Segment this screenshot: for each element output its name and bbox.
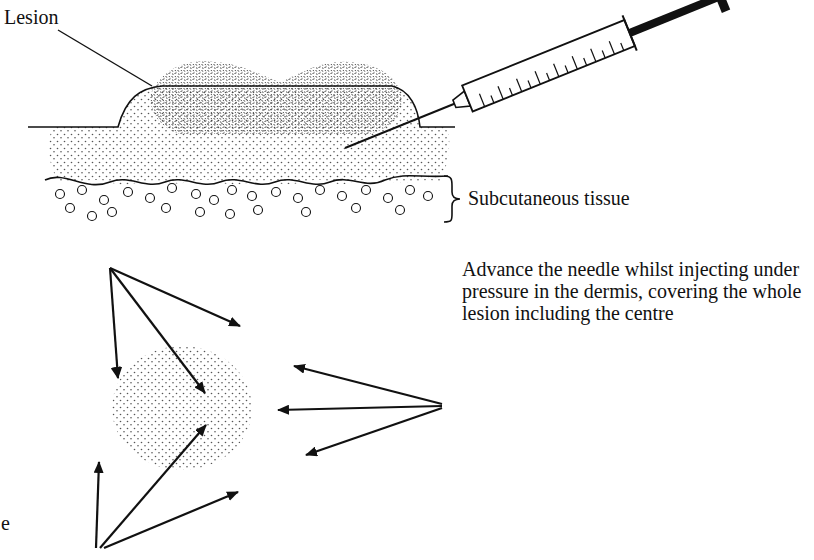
instruction-note: Advance the needle whilst injecting unde… (462, 258, 807, 324)
fat-cells (56, 184, 433, 221)
syringe (338, 0, 731, 166)
dermal-boundary (45, 176, 448, 185)
lesion (150, 61, 402, 134)
skin-surface (28, 86, 455, 127)
direction-arrows (96, 268, 442, 548)
cropped-letter: e (1, 512, 21, 534)
leader-line (58, 30, 152, 86)
bracket (444, 176, 460, 222)
part-label: Subcutaneous tissue (468, 187, 768, 209)
part-label: Lesion (4, 6, 124, 28)
